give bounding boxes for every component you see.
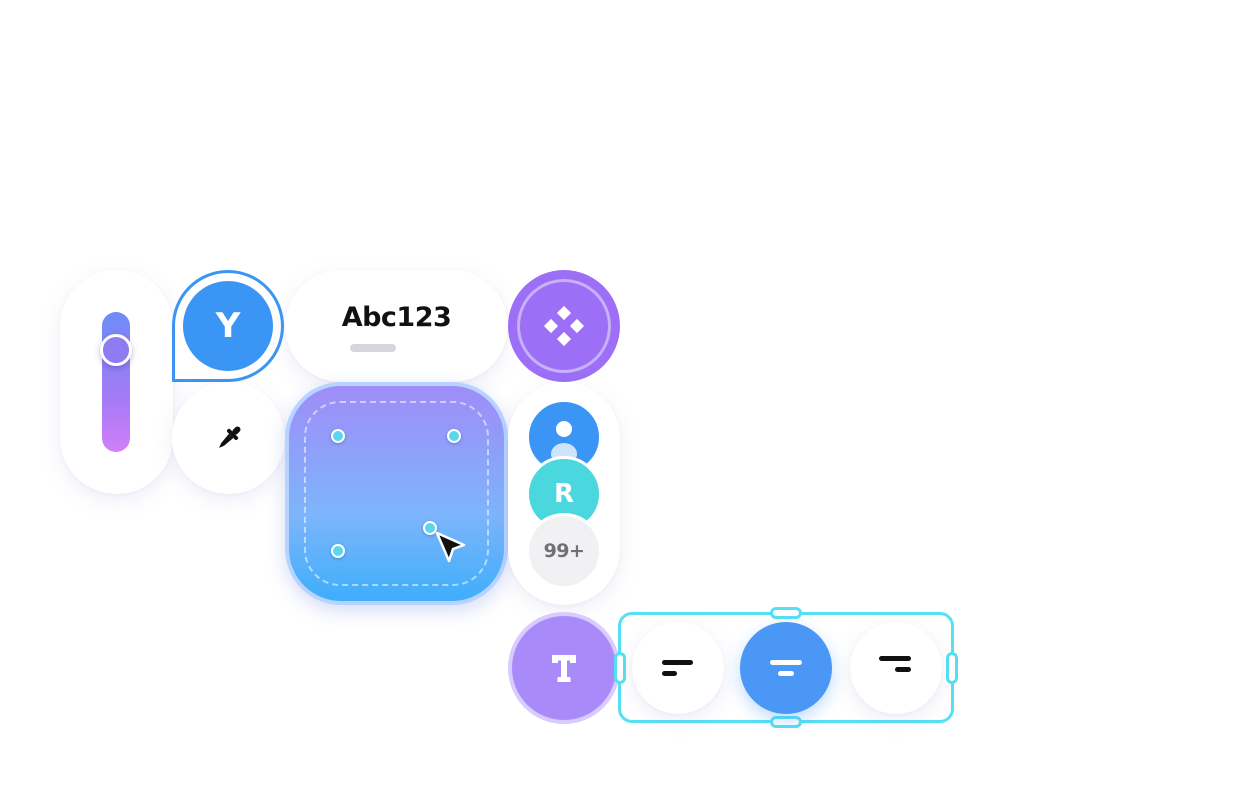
avatar-r-initial: R xyxy=(553,479,575,509)
selection-outline xyxy=(304,401,489,586)
align-center-icon xyxy=(770,660,802,676)
frame-handle-top[interactable] xyxy=(770,607,802,619)
text-tool-button[interactable] xyxy=(508,612,620,724)
align-center-button[interactable] xyxy=(740,622,832,714)
resize-handle-bottom-left[interactable] xyxy=(331,544,345,558)
text-field-value[interactable]: Abc123 xyxy=(341,302,452,333)
vertical-slider-track[interactable] xyxy=(102,312,130,452)
text-field-underline xyxy=(350,344,396,352)
avatar-initial: Y xyxy=(215,306,241,346)
cursor-arrow-icon xyxy=(435,531,466,563)
align-left-icon xyxy=(662,660,693,676)
align-left-button[interactable] xyxy=(632,622,724,714)
components-button[interactable] xyxy=(508,270,620,382)
avatar-r[interactable]: R xyxy=(526,456,602,532)
frame-handle-bottom[interactable] xyxy=(770,716,802,728)
eyedropper-icon xyxy=(218,426,240,448)
eyedropper-button[interactable] xyxy=(172,382,285,494)
slider-thumb[interactable] xyxy=(100,334,132,366)
resize-handle-top-right[interactable] xyxy=(447,429,461,443)
components-icon xyxy=(543,305,585,347)
user-avatar[interactable]: Y xyxy=(183,281,273,371)
frame-handle-right[interactable] xyxy=(946,652,958,684)
components-ring xyxy=(517,279,611,373)
text-field-card[interactable] xyxy=(285,270,508,382)
align-right-icon xyxy=(879,656,911,672)
resize-handle-bottom-right[interactable] xyxy=(423,521,437,535)
overflow-count-label: 99+ xyxy=(543,540,585,562)
avatar-overflow-count[interactable]: 99+ xyxy=(526,513,602,589)
resize-handle-top-left[interactable] xyxy=(331,429,345,443)
frame-handle-left[interactable] xyxy=(614,652,626,684)
align-right-button[interactable] xyxy=(850,622,942,714)
text-tool-icon xyxy=(552,655,576,682)
